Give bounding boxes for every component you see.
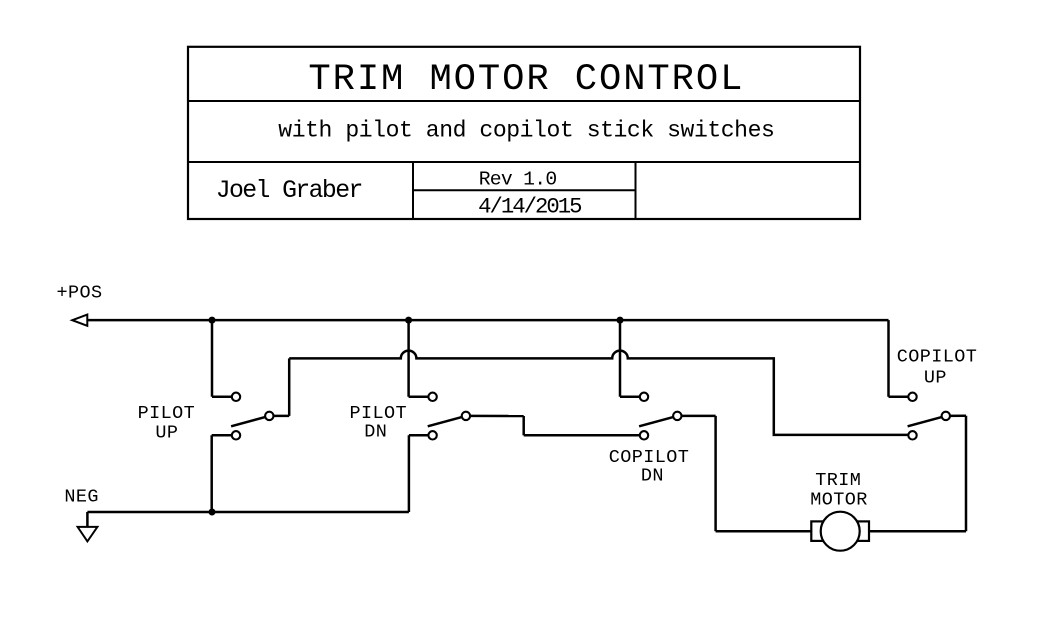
- svg-text:TRIM: TRIM: [815, 470, 861, 491]
- svg-text:PILOT: PILOT: [138, 403, 196, 424]
- svg-text:UP: UP: [924, 368, 947, 389]
- svg-text:DN: DN: [641, 465, 664, 486]
- svg-text:MOTOR: MOTOR: [810, 489, 868, 510]
- svg-text:UP: UP: [155, 422, 178, 443]
- svg-text:with pilot and copilot stick s: with pilot and copilot stick switches: [278, 118, 774, 144]
- svg-text:TRIM MOTOR CONTROL: TRIM MOTOR CONTROL: [308, 59, 744, 101]
- svg-text:Joel Graber: Joel Graber: [216, 177, 362, 205]
- svg-text:+POS: +POS: [57, 282, 103, 303]
- svg-text:Rev 1.0: Rev 1.0: [479, 169, 557, 191]
- svg-text:DN: DN: [364, 421, 387, 442]
- svg-text:NEG: NEG: [64, 487, 99, 508]
- svg-text:COPILOT: COPILOT: [897, 347, 978, 368]
- svg-text:4/14/2015: 4/14/2015: [478, 194, 581, 220]
